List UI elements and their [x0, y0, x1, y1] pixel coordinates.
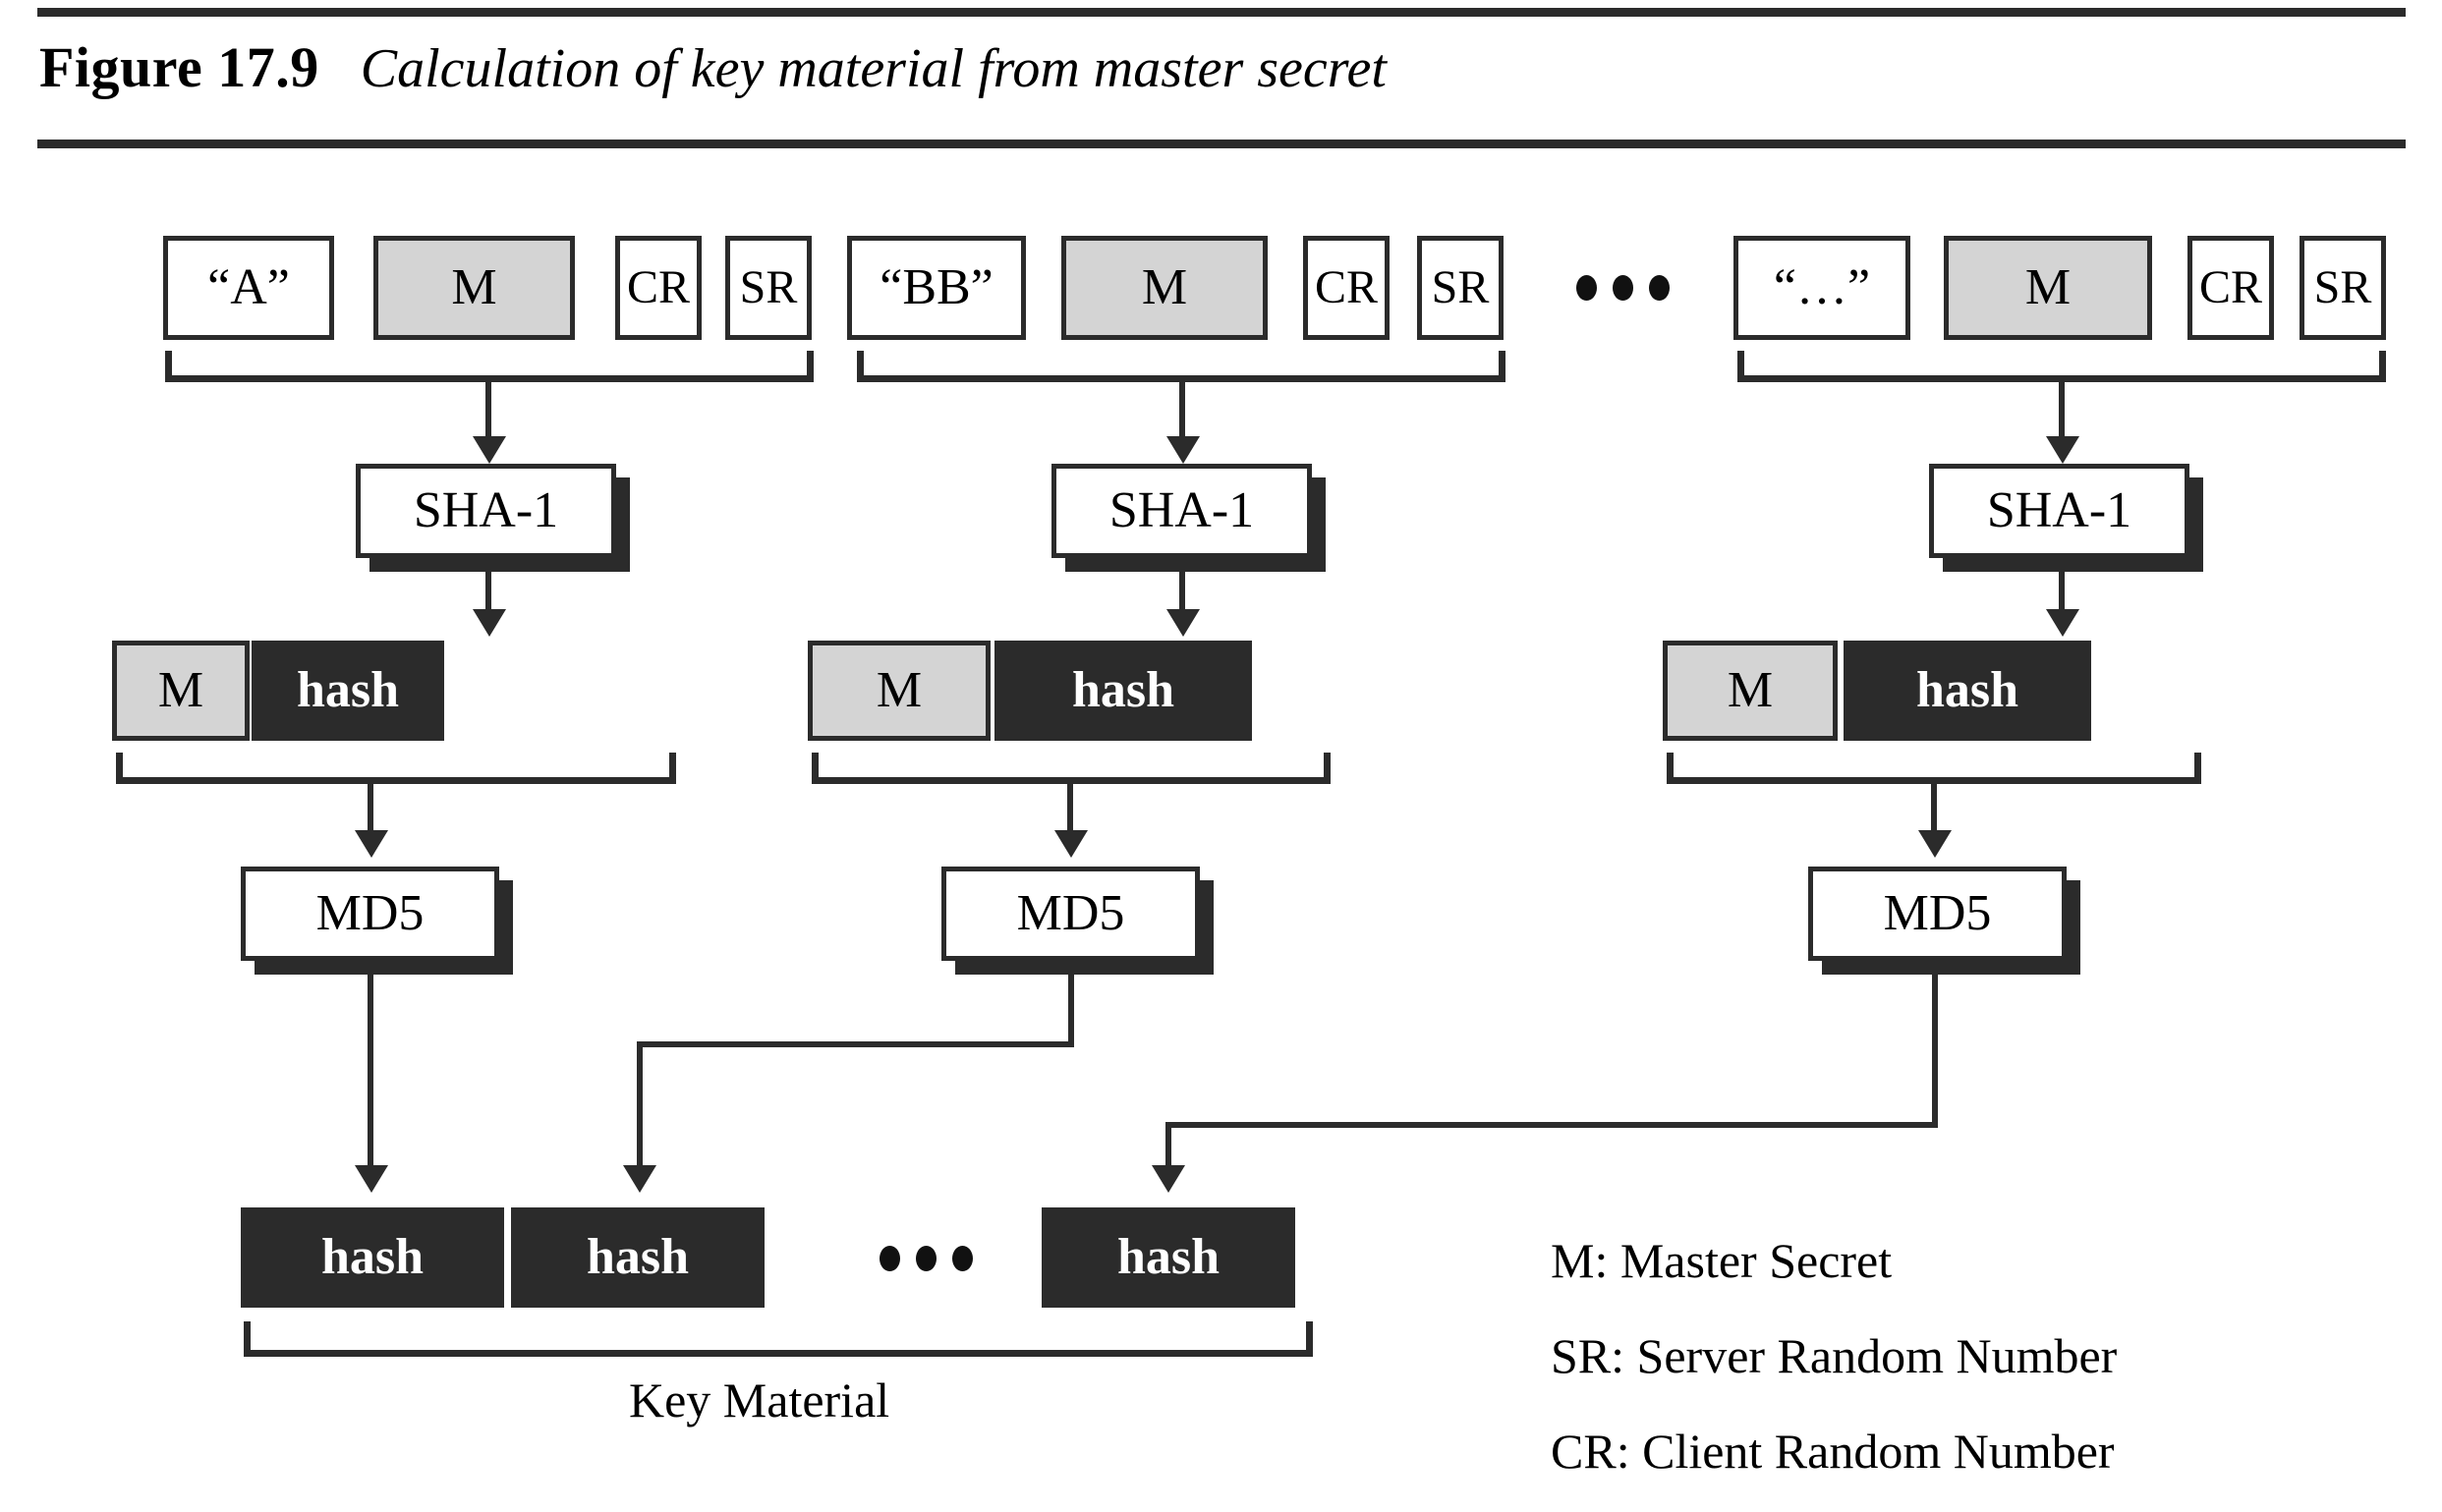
col2-arrow-to-md5-line	[1067, 784, 1073, 835]
col2-mid-hash-box: hash	[994, 641, 1252, 741]
col2-mid-master-box: M	[808, 641, 991, 741]
col1-arrow-to-sha-head	[473, 436, 506, 464]
col3-md5-output-seg-left	[1165, 1122, 1938, 1128]
col2-input-brace	[857, 351, 1505, 382]
col3-mid-brace	[1667, 753, 2201, 784]
col2-md5-output-seg-down2	[637, 1041, 643, 1165]
col3-arrow-to-md5-head	[1918, 830, 1952, 858]
col2-md5-output-head	[623, 1165, 656, 1193]
key-material-brace	[244, 1321, 1313, 1357]
col2-arrow-to-hash-head	[1166, 609, 1200, 637]
col2-md5-box: MD5	[941, 867, 1214, 975]
col1-sr-box: SR	[725, 236, 812, 340]
col1-sha1-label: SHA-1	[356, 464, 616, 558]
col3-arrow-to-sha-head	[2046, 436, 2079, 464]
col1-md5-output-line	[368, 975, 373, 1169]
col3-mid-hash-box: hash	[1844, 641, 2091, 741]
col2-arrow-to-sha-head	[1166, 436, 1200, 464]
top-row-ellipsis-icon	[1576, 275, 1670, 301]
col3-mid-master-box: M	[1663, 641, 1838, 741]
col3-arrow-to-md5-line	[1931, 784, 1937, 835]
figure-number: Figure 17.9	[39, 35, 319, 99]
col1-mid-hash-box: hash	[252, 641, 444, 741]
col1-arrow-to-hash-line	[485, 572, 491, 613]
figure-caption: Calculation of key material from master …	[360, 38, 1387, 99]
col2-arrow-to-md5-head	[1054, 830, 1088, 858]
col2-md5-label: MD5	[941, 867, 1200, 961]
col2-cr-box: CR	[1303, 236, 1390, 340]
col2-master-box: M	[1061, 236, 1268, 340]
col3-master-box: M	[1944, 236, 2152, 340]
col3-output-hash-box: hash	[1042, 1207, 1295, 1308]
col3-arrow-to-hash-head	[2046, 609, 2079, 637]
col3-md5-box: MD5	[1808, 867, 2080, 975]
col3-input-brace	[1737, 351, 2386, 382]
legend-item-server-random: SR: Server Random Number	[1551, 1328, 2118, 1383]
col2-arrow-to-sha-line	[1179, 382, 1185, 443]
col2-sha1-label: SHA-1	[1051, 464, 1312, 558]
col3-seed-box: “…”	[1733, 236, 1910, 340]
col3-sha1-label: SHA-1	[1929, 464, 2189, 558]
col1-md5-box: MD5	[241, 867, 513, 975]
col1-cr-box: CR	[615, 236, 702, 340]
legend-item-master-secret: M: Master Secret	[1551, 1233, 1893, 1288]
col2-md5-output-seg-down1	[1068, 975, 1074, 1047]
col2-seed-box: “BB”	[847, 236, 1026, 340]
col1-input-brace	[165, 351, 814, 382]
col1-sha1-box: SHA-1	[356, 464, 630, 572]
col2-md5-output-seg-left	[637, 1041, 1074, 1047]
output-row-ellipsis-icon	[880, 1246, 973, 1271]
col3-cr-box: CR	[2187, 236, 2274, 340]
col3-sr-box: SR	[2300, 236, 2386, 340]
col3-sha1-box: SHA-1	[1929, 464, 2203, 572]
legend-item-client-random: CR: Client Random Number	[1551, 1424, 2115, 1479]
col1-md5-label: MD5	[241, 867, 499, 961]
header-rule-top	[37, 8, 2406, 17]
col3-md5-output-seg-down2	[1165, 1122, 1171, 1165]
col3-md5-output-head	[1152, 1165, 1185, 1193]
col1-arrow-to-sha-line	[485, 382, 491, 443]
col1-md5-output-head	[355, 1165, 388, 1193]
col1-arrow-to-md5-line	[368, 784, 373, 835]
col1-arrow-to-md5-head	[355, 830, 388, 858]
col2-arrow-to-hash-line	[1179, 572, 1185, 613]
figure-title: Figure 17.9 Calculation of key material f…	[39, 38, 1387, 99]
col3-arrow-to-hash-line	[2059, 572, 2065, 613]
col1-mid-brace	[116, 753, 676, 784]
col2-sr-box: SR	[1417, 236, 1504, 340]
col2-sha1-box: SHA-1	[1051, 464, 1326, 572]
col1-arrow-to-hash-head	[473, 609, 506, 637]
col1-mid-master-box: M	[112, 641, 250, 741]
col1-seed-box: “A”	[163, 236, 334, 340]
key-material-caption: Key Material	[629, 1372, 890, 1428]
header-rule-bottom	[37, 140, 2406, 148]
col2-output-hash-box: hash	[511, 1207, 765, 1308]
col3-arrow-to-sha-line	[2059, 382, 2065, 443]
col1-master-box: M	[373, 236, 575, 340]
col3-md5-label: MD5	[1808, 867, 2067, 961]
col1-output-hash-box: hash	[241, 1207, 504, 1308]
col2-mid-brace	[812, 753, 1331, 784]
col3-md5-output-seg-down1	[1932, 975, 1938, 1128]
